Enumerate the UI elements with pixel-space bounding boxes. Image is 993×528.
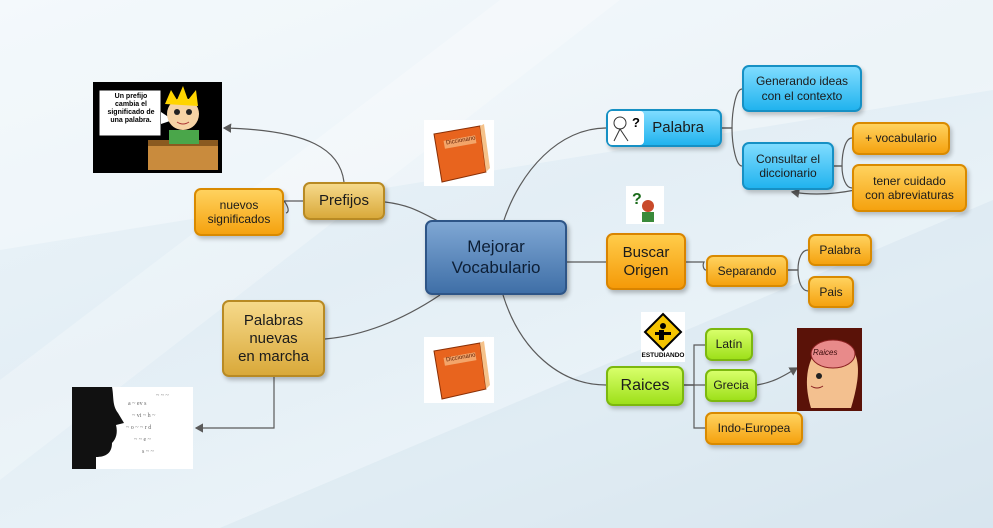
topic-latin[interactable]: Latín: [705, 328, 753, 361]
link-prefijos-nuevos: [282, 200, 303, 214]
svg-text:~ vi ~ h ~: ~ vi ~ h ~: [132, 413, 156, 419]
estudiando-sign-image: ESTUDIANDO: [641, 312, 685, 362]
svg-text:s ~ ~: s ~ ~: [142, 449, 155, 455]
brain-label: Raices: [813, 348, 838, 357]
link-center-palabras: [324, 294, 441, 340]
svg-text:~ ~ ~: ~ ~ ~: [156, 393, 169, 399]
topic-prefijos[interactable]: Prefijos: [303, 182, 385, 220]
svg-text:?: ?: [632, 115, 640, 130]
link-separando-pais: [788, 269, 809, 292]
speech-silhouette-image: a ~ ev s ~ vi ~ h ~ ~ o ~ ~ r d ~ ~ e ~ s …: [72, 387, 193, 469]
link-consultar-mas: [834, 137, 853, 167]
link-raices-indo: [684, 384, 705, 429]
estudiando-sign-text: ESTUDIANDO: [641, 352, 685, 359]
cartoon-boy-icon: [98, 86, 218, 170]
link-raices-latin: [684, 344, 705, 386]
palabra-thinker-icon: ?: [608, 111, 644, 145]
topic-pais[interactable]: Pais: [808, 276, 854, 308]
question-mark-figure-icon: ?: [632, 191, 654, 222]
topic-mas-vocabulario[interactable]: + vocabulario: [852, 122, 950, 155]
topic-indo-europea[interactable]: Indo-Europea: [705, 412, 803, 445]
central-topic[interactable]: Mejorar Vocabulario: [425, 220, 567, 295]
topic-generando-ideas[interactable]: Generando ideas con el contexto: [742, 65, 862, 112]
prefijo-callout-text: Un prefijo cambia el significado de una …: [107, 93, 155, 125]
link-consultar-cuidado: [834, 165, 853, 189]
link-center-prefijos: [384, 201, 441, 223]
link-center-raices: [502, 294, 607, 386]
svg-text:~ o ~ ~ r d: ~ o ~ ~ r d: [126, 425, 151, 431]
topic-palabra-origen[interactable]: Palabra: [808, 234, 872, 266]
topic-buscar-origen[interactable]: Buscar Origen: [606, 233, 686, 290]
link-center-palabra: [502, 127, 607, 224]
topic-nuevos-significados[interactable]: nuevos significados: [194, 188, 284, 236]
svg-text:?: ?: [632, 191, 642, 208]
topic-palabra-label: Palabra: [652, 119, 704, 136]
studying-sign-icon: [643, 312, 683, 352]
link-palabras-image: [194, 377, 275, 433]
link-cuidado-consultar: [790, 188, 856, 198]
speaking-head-icon: a ~ ev s ~ vi ~ h ~ ~ o ~ ~ r d ~ ~ e ~ s …: [72, 387, 169, 469]
dictionary-image-bottom: Diccionario: [424, 337, 494, 403]
link-separando-branch: [788, 249, 809, 271]
svg-text:a ~ ev s: a ~ ev s: [128, 401, 147, 407]
brain-head-icon: [806, 339, 858, 408]
topic-separando[interactable]: Separando: [706, 255, 788, 287]
link-palabra-consultar: [722, 127, 743, 167]
thinking-figure-icon: ?: [613, 115, 640, 142]
brain-roots-image: Raices: [797, 328, 862, 411]
topic-grecia[interactable]: Grecia: [705, 369, 757, 402]
svg-text:~ ~ e ~: ~ ~ e ~: [134, 437, 152, 443]
link-grecia-image: [756, 367, 799, 386]
link-prefijos-image: [222, 123, 345, 183]
dictionary-image-top: Diccionario: [424, 120, 494, 186]
question-figure-image: ?: [626, 186, 664, 224]
topic-consultar-diccionario[interactable]: Consultar el diccionario: [742, 142, 834, 190]
dictionary-book-icon: [433, 341, 490, 400]
topic-raices[interactable]: Raices: [606, 366, 684, 406]
link-palabra-branch: [722, 88, 743, 129]
topic-palabras-nuevas[interactable]: Palabras nuevas en marcha: [222, 300, 325, 377]
topic-tener-cuidado[interactable]: tener cuidado con abreviaturas: [852, 164, 967, 212]
dictionary-book-icon: [433, 124, 490, 183]
prefijo-cartoon-image: Un prefijo cambia el significado de una …: [93, 82, 222, 173]
link-buscar-separando: [686, 261, 707, 271]
